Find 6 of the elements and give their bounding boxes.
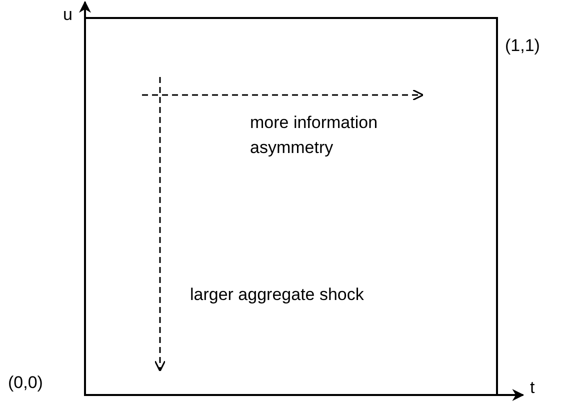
corner-label: (0,0) [8,372,44,394]
axis-label: u [63,4,74,26]
corner-label: (1,1) [505,35,541,57]
direction-label: larger aggregate shock [190,284,365,306]
direction-label: more information asymmetry [250,112,379,159]
axis-label: t [530,377,536,399]
